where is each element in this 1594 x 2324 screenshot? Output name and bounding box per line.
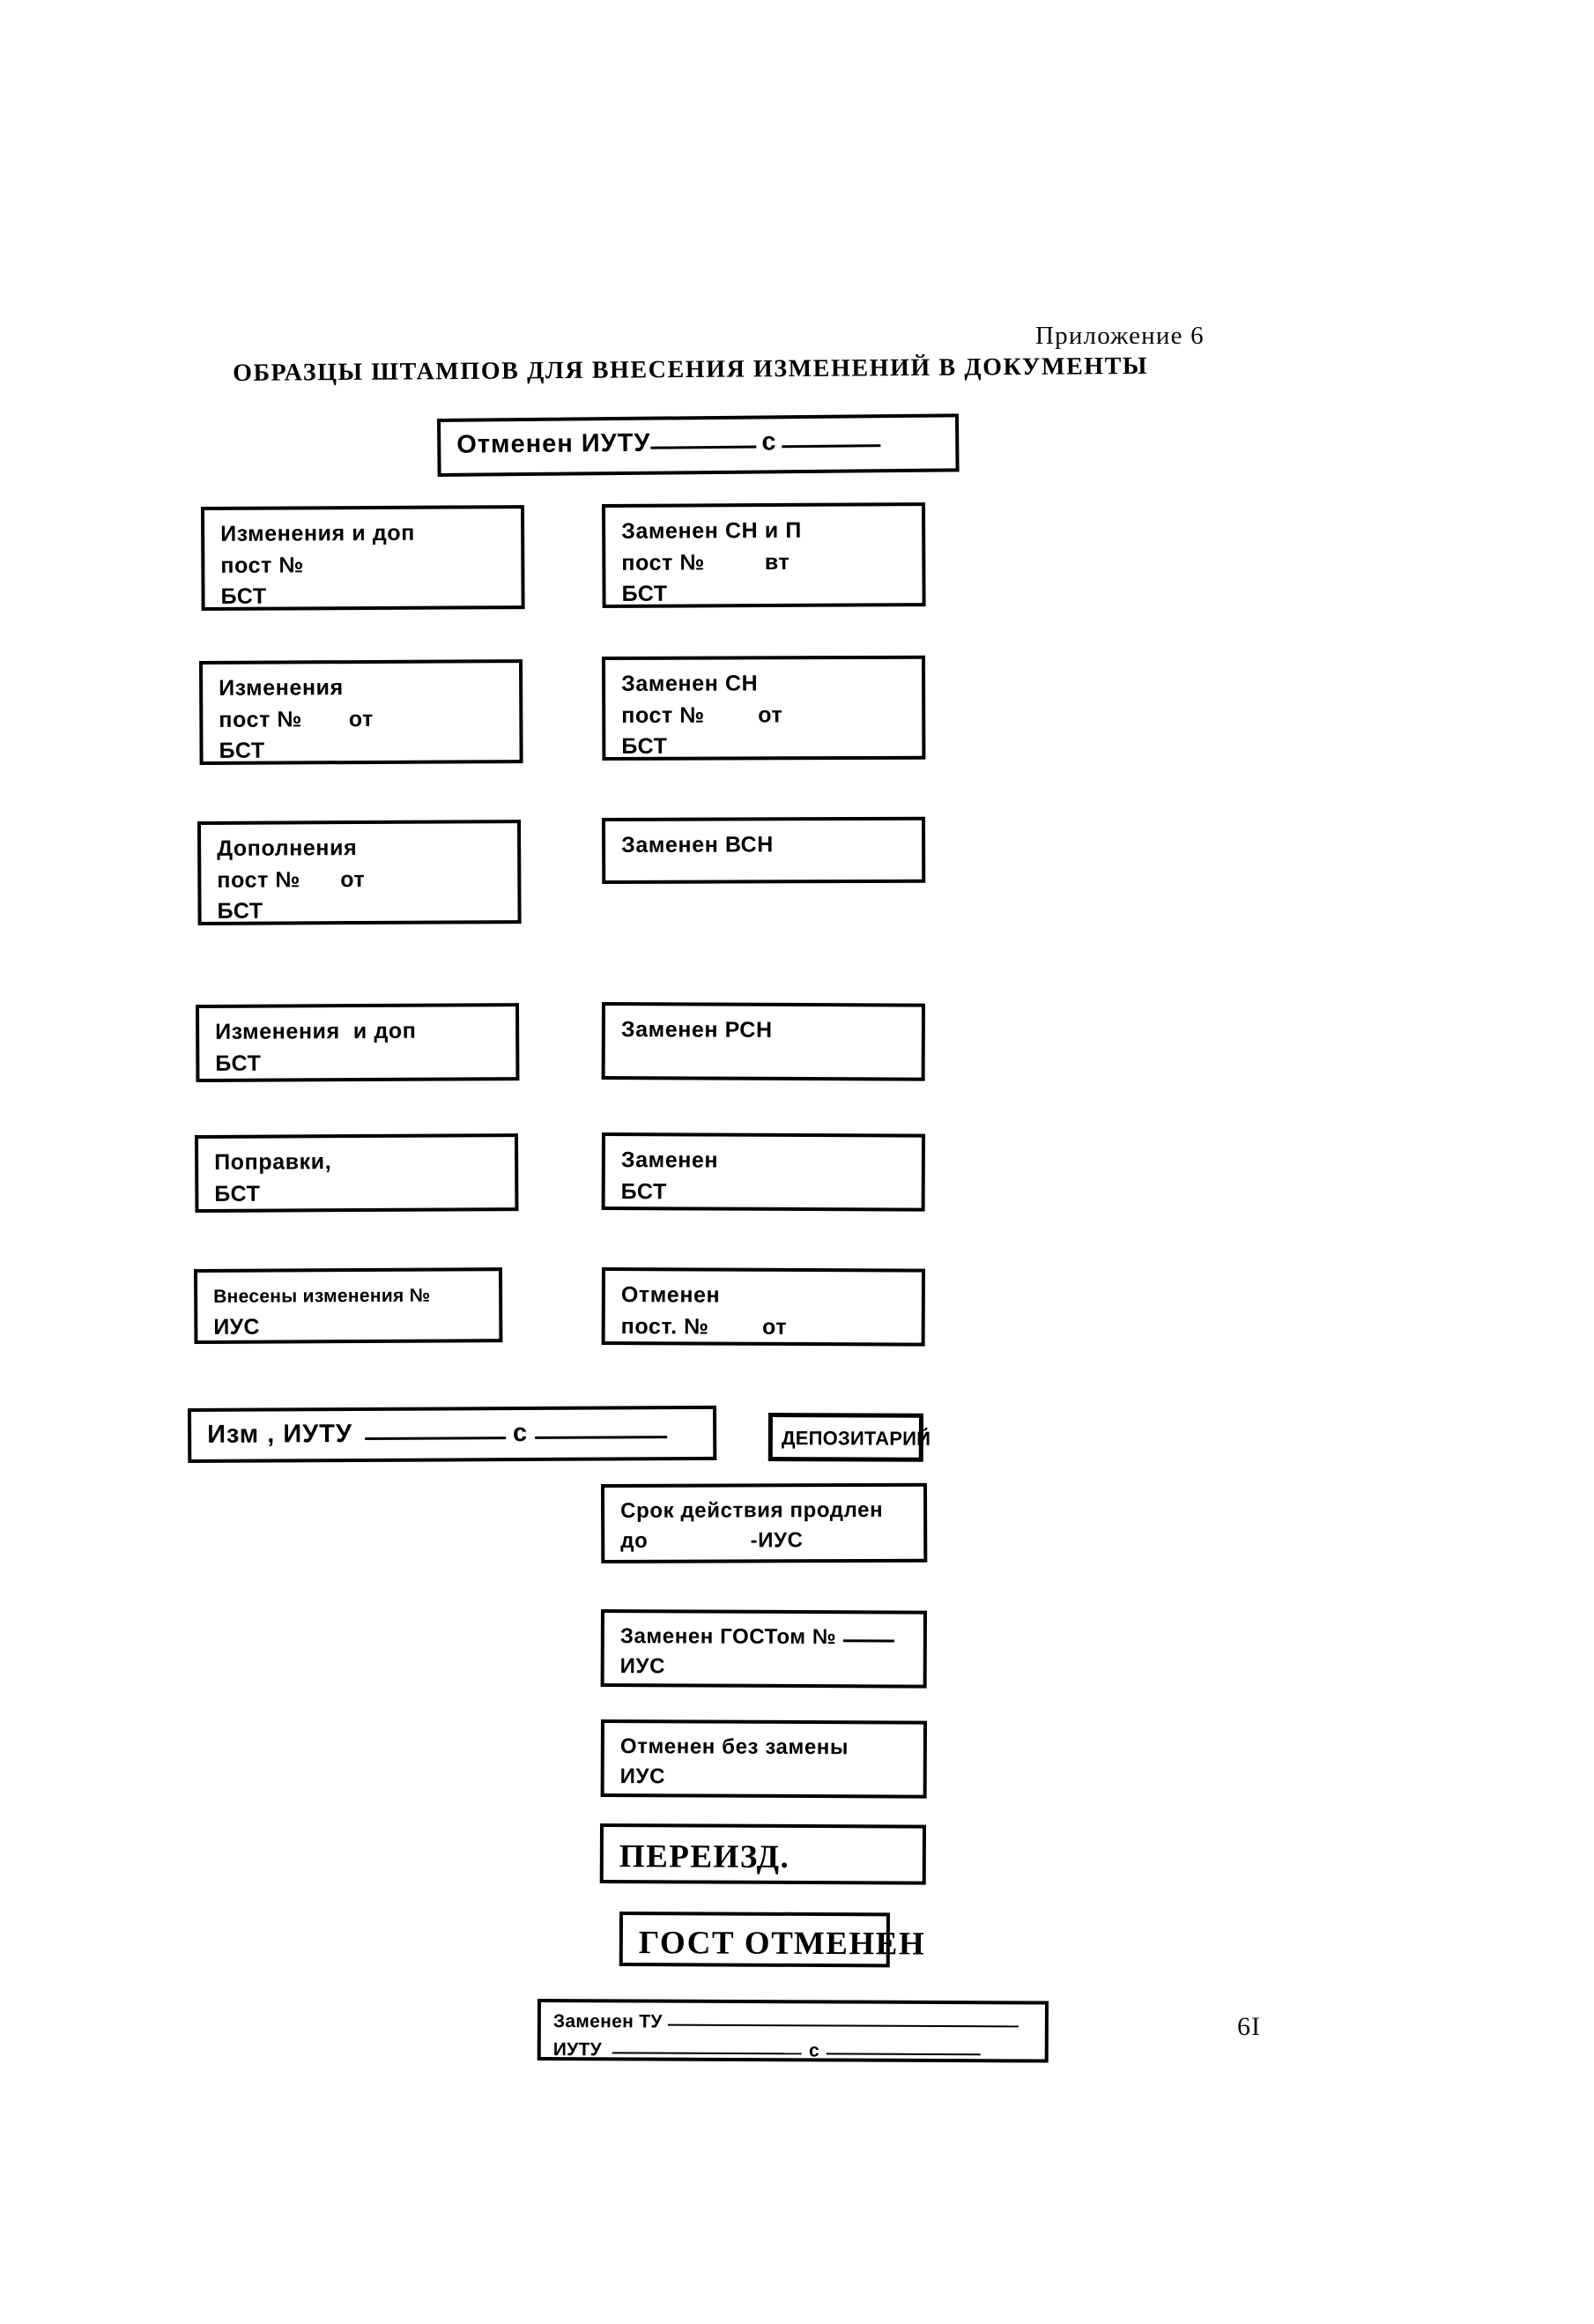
blank-field <box>535 1436 668 1439</box>
stamp-line: Заменен <box>620 1147 719 1173</box>
stamp-replaced-snip: Заменен СН и П пост № вт БСТ <box>602 502 926 608</box>
stamp-line: Дополнения <box>217 835 358 861</box>
stamp-replaced-bst: Заменен БСТ <box>601 1132 925 1212</box>
stamp-cancelled-post: Отменен пост. № от <box>601 1267 925 1347</box>
stamp-cancelled-iutu-line1: Отменен ИУТУ с <box>456 422 943 463</box>
stamp-line: Заменен СН и П <box>621 517 802 544</box>
stamp-line: пост № <box>220 552 305 578</box>
stamp-izm-iutu-label-b: с <box>512 1418 529 1448</box>
stamp-cancelled-without-replacement: Отменен без замены ИУС <box>600 1719 927 1799</box>
stamp-line: БСТ <box>620 1178 667 1204</box>
stamp-iutu-label-a: ИУТУ <box>552 2038 603 2060</box>
stamp-line: БСТ <box>621 733 668 759</box>
stamp-izm-iutu: Изм , ИУТУ с <box>188 1405 717 1463</box>
stamp-line: БСТ <box>215 1051 262 1076</box>
stamp-line: Отменен без замены <box>619 1734 849 1760</box>
stamp-replaced-gost-line1: Заменен ГОСТом № <box>620 1622 911 1653</box>
stamp-izm-iutu-label-a: Изм , ИУТУ <box>207 1420 353 1449</box>
page-title: ОБРАЗЦЫ ШТАМПОВ ДЛЯ ВНЕСЕНИЯ ИЗМЕНЕНИЙ В… <box>233 352 1149 387</box>
blank-field <box>612 2051 802 2054</box>
stamp-replaced-gost: Заменен ГОСТом № ИУС <box>600 1609 927 1689</box>
stamp-line: БСТ <box>217 898 263 924</box>
stamp-line: Внесены изменения № <box>213 1285 431 1307</box>
stamp-line: Изменения и доп <box>220 520 415 546</box>
stamp-line: Отменен <box>620 1282 721 1308</box>
appendix-label: Приложение 6 <box>1035 322 1205 350</box>
stamp-replaced-gost-label: Заменен ГОСТом № <box>619 1624 837 1650</box>
stamp-line: до -ИУС <box>620 1528 804 1554</box>
stamp-line: БСТ <box>621 581 668 606</box>
stamp-additions-post: Дополнения пост № от БСТ <box>197 820 522 925</box>
stamp-iutu-line: ИУТУ с <box>553 2036 1036 2066</box>
stamp-changes-post: Изменения пост № от БСТ <box>199 659 523 765</box>
page-number: 6I <box>1237 2012 1261 2041</box>
stamp-replaced-tu-iutu: Заменен ТУ ИУТУ с <box>537 1999 1049 2066</box>
stamp-replaced-rsn: Заменен РСН <box>601 1002 925 1081</box>
stamp-line: ИУС <box>213 1314 260 1340</box>
stamp-iutu-label-b: с <box>808 2039 820 2060</box>
stamp-line: БСТ <box>220 583 267 609</box>
stamp-line: ПЕРЕИЗД. <box>619 1838 790 1875</box>
stamp-replaced-vsn: Заменен ВСН <box>602 816 926 884</box>
stamp-line: Изменения <box>219 675 344 701</box>
blank-field <box>782 444 881 449</box>
stamp-line: Изменения и доп <box>215 1018 417 1044</box>
stamp-line: ДЕПОЗИТАРИЙ <box>781 1427 931 1450</box>
stamp-line: Срок действия продлен <box>620 1497 884 1523</box>
stamp-changes-and-additions-bst: Изменения и доп БСТ <box>196 1003 520 1082</box>
stamp-line: пост № от <box>219 706 374 732</box>
blank-field <box>826 2052 981 2055</box>
stamp-cancelled-iutu-label-a: Отменен ИУТУ <box>456 428 651 459</box>
stamp-replaced-tu-line: Заменен ТУ <box>553 2008 1036 2038</box>
stamp-gost-cancelled: ГОСТ ОТМЕНЕН <box>619 1912 926 1968</box>
blank-field <box>650 445 757 449</box>
stamp-line: ИУС <box>619 1764 666 1789</box>
stamp-line: Заменен ВСН <box>621 832 774 858</box>
stamp-line: пост № от <box>217 866 366 893</box>
stamp-cancelled-iutu-label-b: с <box>761 427 777 457</box>
stamp-line: Поправки, <box>214 1149 332 1175</box>
stamp-reissued: ПЕРЕИЗД. <box>599 1823 926 1885</box>
stamp-line: пост № от <box>621 702 783 728</box>
stamp-line: пост. № от <box>620 1313 788 1340</box>
blank-field <box>364 1437 507 1440</box>
stamp-line: Заменен СН <box>621 671 759 696</box>
blank-field <box>843 1639 895 1643</box>
stamp-cancelled-iutu: Отменен ИУТУ с <box>437 413 960 477</box>
stamp-line: ИУС <box>619 1654 666 1679</box>
stamp-line: Заменен РСН <box>620 1017 773 1043</box>
stamp-line: БСТ <box>219 738 265 763</box>
stamp-replaced-tu-label: Заменен ТУ <box>552 2011 663 2032</box>
blank-field <box>667 2023 1019 2028</box>
stamp-depositary: ДЕПОЗИТАРИЙ <box>767 1413 931 1462</box>
stamp-changes-and-additions-post: Изменения и доп пост № БСТ <box>201 505 525 611</box>
stamp-corrections-bst: Поправки, БСТ <box>195 1133 519 1213</box>
stamp-validity-extended: Срок действия продлен до -ИУС <box>601 1482 928 1563</box>
stamp-line: ГОСТ ОТМЕНЕН <box>638 1925 926 1963</box>
stamp-changes-entered-ius: Внесены изменения № ИУС <box>194 1267 503 1344</box>
stamp-izm-iutu-line1: Изм , ИУТУ с <box>207 1414 701 1453</box>
stamp-line: БСТ <box>214 1181 261 1207</box>
stamp-replaced-sn: Заменен СН пост № от БСТ <box>602 655 926 761</box>
stamp-line: пост № вт <box>621 549 790 575</box>
